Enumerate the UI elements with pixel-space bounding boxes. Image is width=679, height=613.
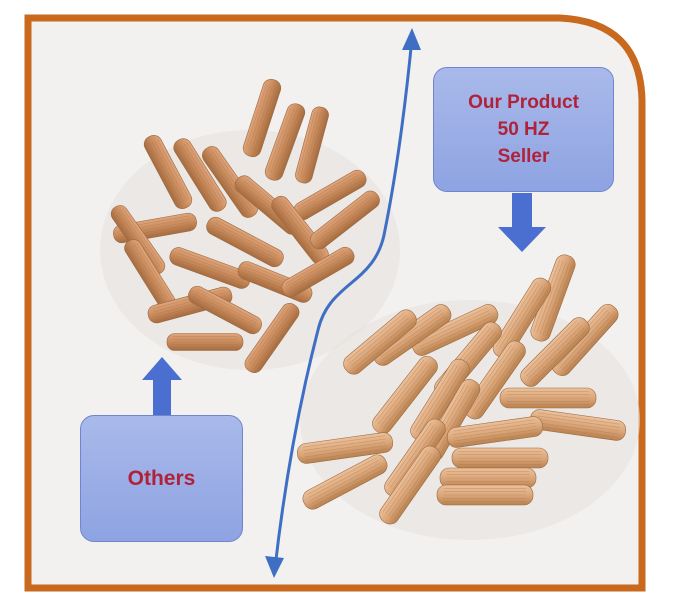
product-label-line-1: Our Product bbox=[468, 92, 579, 113]
arrow-up-icon bbox=[142, 357, 182, 415]
wood-dowel bbox=[446, 416, 544, 448]
wood-dowel bbox=[143, 135, 193, 209]
wood-dowel bbox=[464, 340, 526, 420]
wood-dowel bbox=[411, 304, 499, 356]
wood-dowel bbox=[242, 79, 282, 157]
wood-dowel bbox=[293, 169, 367, 221]
wood-dowel bbox=[439, 467, 537, 489]
product-label-line-2: 50 HZ bbox=[497, 119, 550, 140]
wood-dowel bbox=[451, 447, 549, 469]
wood-dowel bbox=[206, 216, 284, 268]
wood-dowel bbox=[436, 484, 534, 506]
wood-dowel bbox=[302, 454, 388, 510]
double-headed-arrow-icon bbox=[265, 28, 421, 578]
wood-dowel bbox=[169, 247, 251, 289]
wood-dowel bbox=[244, 302, 300, 374]
our-product-label-box: Our Product 50 HZ Seller bbox=[433, 67, 614, 192]
wood-dowel bbox=[372, 355, 438, 435]
product-label-line-3: Seller bbox=[497, 146, 550, 167]
wood-dowel bbox=[124, 239, 176, 311]
wood-dowel bbox=[310, 190, 380, 250]
wood-dowel bbox=[173, 138, 227, 212]
wood-dowel bbox=[520, 317, 590, 387]
wood-dowel bbox=[166, 333, 244, 351]
wood-dowel bbox=[202, 146, 258, 218]
others-dowel-pile bbox=[110, 79, 380, 374]
our-product-dowel-pile bbox=[296, 254, 627, 525]
wood-dowel bbox=[379, 445, 441, 525]
others-label-box: Others bbox=[80, 415, 243, 542]
wood-dowel bbox=[295, 106, 329, 184]
others-label-text: Others bbox=[127, 466, 196, 490]
wood-dowel bbox=[499, 387, 597, 409]
wood-dowel bbox=[281, 246, 355, 298]
wood-dowel bbox=[264, 103, 306, 181]
arrow-down-icon bbox=[498, 193, 546, 252]
wood-dowel bbox=[188, 285, 262, 335]
wood-dowel bbox=[343, 309, 417, 375]
wood-dowel bbox=[296, 432, 394, 464]
